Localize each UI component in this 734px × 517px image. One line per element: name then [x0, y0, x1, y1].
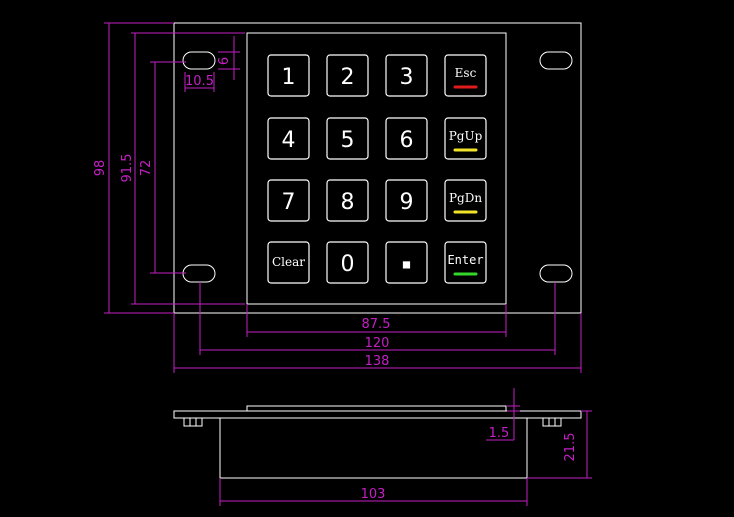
dimension-depth: 21.5 [527, 410, 592, 479]
key-cap [326, 117, 369, 160]
key-label: PgUp [449, 129, 483, 143]
key-cap [267, 54, 310, 97]
dimension-hole-span-horizontal: 120 [199, 282, 556, 355]
dimension-label-hole-span-vertical: 91.5 [120, 154, 135, 183]
key-9[interactable]: 9 [385, 179, 428, 222]
dimension-body-width: 103 [219, 478, 528, 506]
dimension-slot-width: 10.5 [184, 72, 215, 92]
key-label: 9 [400, 190, 414, 215]
dimension-label-slot-height: 6 [217, 57, 232, 65]
key-clear[interactable]: Clear [267, 241, 310, 284]
mounting-slot-top-right [539, 51, 573, 70]
key-cap [267, 117, 310, 160]
dimension-label-hole-span-inner-vertical: 72 [139, 160, 154, 177]
dimension-total-width: 138 [173, 313, 582, 373]
dimension-label-depth: 21.5 [563, 433, 578, 462]
panel-outline [173, 22, 582, 314]
key-6[interactable]: 6 [385, 117, 428, 160]
key-5[interactable]: 5 [326, 117, 369, 160]
key-label: 4 [282, 128, 296, 153]
key-label: 3 [400, 65, 414, 90]
dimension-front-plate: 1.5 [486, 388, 520, 441]
dimension-hole-span-vertical: 91.5 [120, 32, 245, 305]
key-label: 7 [282, 190, 296, 215]
key-label: ■ [403, 257, 411, 271]
key-label: 0 [341, 252, 355, 277]
dimension-slot-height: 6 [217, 36, 240, 80]
key-label: 5 [341, 128, 355, 153]
key-cap [385, 241, 428, 284]
key-label: Enter [447, 253, 483, 267]
key-dot[interactable]: ■ [385, 241, 428, 284]
key-pgdn[interactable]: PgDn [444, 179, 487, 222]
key-2[interactable]: 2 [326, 54, 369, 97]
dimension-label-body-width: 103 [361, 487, 386, 502]
key-cap [385, 54, 428, 97]
key-esc[interactable]: Esc [444, 54, 487, 97]
dimension-label-slot-width: 10.5 [185, 74, 214, 89]
mounting-slot-top-left [182, 51, 216, 70]
dimension-hole-span-inner-vertical: 72 [139, 61, 186, 274]
dimension-label-total-width: 138 [365, 354, 390, 369]
key-cap [326, 241, 369, 284]
key-label: PgDn [449, 191, 482, 205]
dimension-label-total-height: 98 [93, 160, 108, 177]
mounting-slot-bottom-left [182, 264, 216, 283]
key-pgup[interactable]: PgUp [444, 117, 487, 160]
key-label: 8 [341, 190, 355, 215]
key-enter[interactable]: Enter [444, 241, 487, 284]
key-cap [267, 179, 310, 222]
side-view [173, 405, 582, 479]
dimension-label-keypad-width: 87.5 [362, 317, 391, 332]
dimension-total-height: 98 [93, 22, 174, 314]
key-7[interactable]: 7 [267, 179, 310, 222]
key-cap [385, 117, 428, 160]
key-cap [326, 179, 369, 222]
key-label: Esc [455, 66, 477, 80]
mounting-slot-bottom-right [539, 264, 573, 283]
keypad-area-outline [246, 32, 507, 305]
key-0[interactable]: 0 [326, 241, 369, 284]
dimension-label-hole-span-horizontal: 120 [365, 336, 390, 351]
key-label: 6 [400, 128, 414, 153]
dimension-keypad-width: 87.5 [246, 304, 507, 337]
key-label: 2 [341, 65, 355, 90]
dimension-label-front-plate: 1.5 [489, 426, 510, 441]
key-8[interactable]: 8 [326, 179, 369, 222]
key-1[interactable]: 1 [267, 54, 310, 97]
key-label: 1 [282, 65, 296, 90]
key-cap [385, 179, 428, 222]
key-cap [326, 54, 369, 97]
key-4[interactable]: 4 [267, 117, 310, 160]
key-3[interactable]: 3 [385, 54, 428, 97]
key-label: Clear [272, 255, 305, 269]
key-cap [267, 241, 310, 284]
